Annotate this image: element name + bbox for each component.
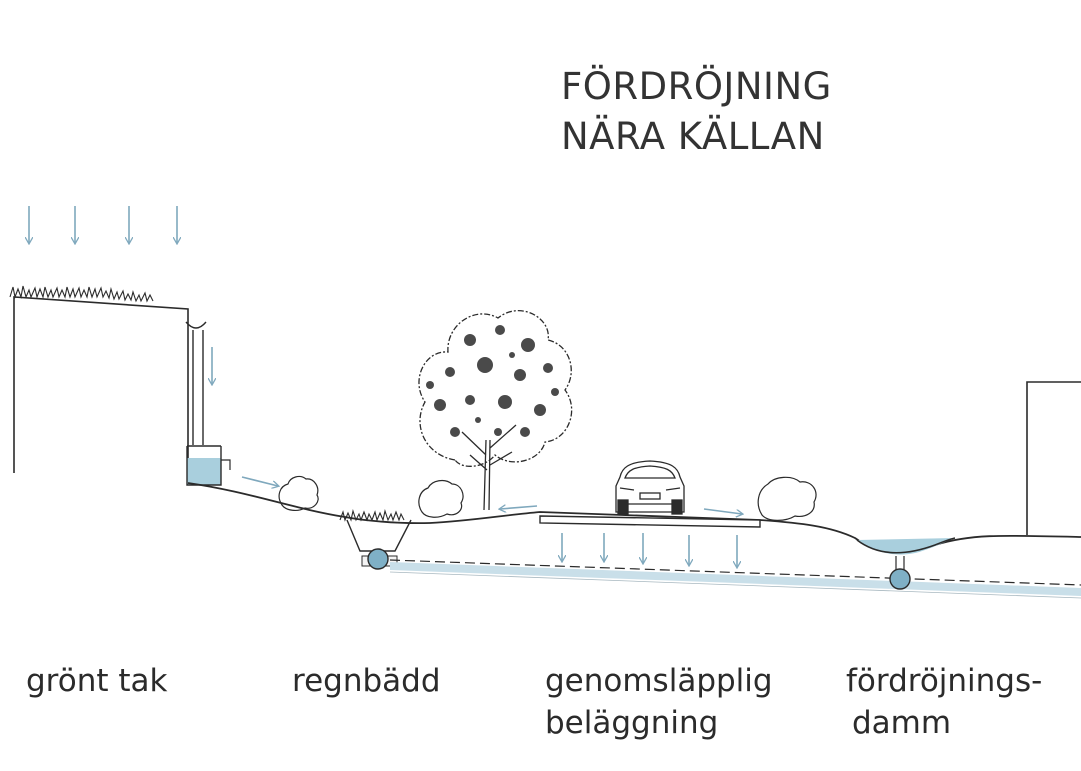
label-green-roof: grönt tak <box>26 663 168 699</box>
shrubs <box>278 475 817 521</box>
right-building <box>1026 381 1081 535</box>
label-permeable-paving: genomsläpplig beläggning <box>545 660 773 744</box>
rain-garden <box>339 508 412 570</box>
label-pond-line-1: fördröjnings- <box>846 663 1043 699</box>
label-rain-bed: regnbädd <box>292 663 441 699</box>
permeable-paving <box>539 515 761 567</box>
grass-icon <box>339 508 405 522</box>
label-permeable-line-1: genomsläpplig <box>545 663 773 699</box>
shrub-icon <box>278 475 319 511</box>
drain-pipe-icon <box>889 568 911 590</box>
label-detention-pond: fördröjnings- damm <box>846 660 1042 744</box>
title-line-1: FÖRDRÖJNING <box>561 65 832 108</box>
label-permeable-line-2: beläggning <box>545 705 719 741</box>
subsurface-pipe <box>390 562 1081 596</box>
flow-arrow-icon <box>703 508 742 514</box>
flow-arrow-icon <box>500 506 538 509</box>
drain-pipe-icon <box>185 321 207 445</box>
rain-arrows <box>29 206 177 243</box>
grass-icon <box>9 285 154 303</box>
label-pond-line-2: damm <box>852 705 952 741</box>
drain-pipe-icon <box>367 548 389 570</box>
tree-icon <box>418 310 573 511</box>
flow-arrow-icon <box>241 476 278 486</box>
car-icon <box>615 460 685 515</box>
diagram-title: FÖRDRÖJNING NÄRA KÄLLAN <box>561 62 832 162</box>
shrub-icon <box>757 476 817 521</box>
title-line-2: NÄRA KÄLLAN <box>561 115 825 158</box>
green-roof-building <box>9 285 231 486</box>
rain-barrel <box>187 458 221 485</box>
shrub-icon <box>418 479 464 518</box>
detention-pond <box>856 537 956 590</box>
